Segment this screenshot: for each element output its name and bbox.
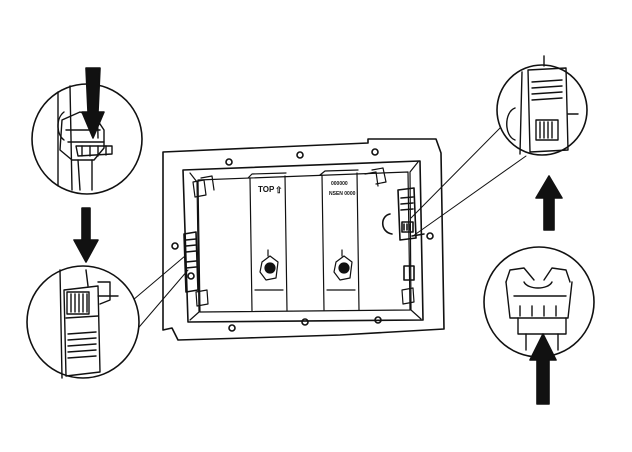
- corner-latches: [192, 167, 415, 307]
- code-label-line1: 000000: [331, 181, 348, 187]
- detail-push-clip: [483, 246, 595, 405]
- top-label: TOP: [258, 185, 275, 194]
- screw-hole: [225, 158, 233, 166]
- mounting-bracket: TOP ⇧ 000000 NSEN 0000: [162, 138, 445, 341]
- top-arrow-glyph: ⇧: [275, 185, 283, 195]
- bracket-inner-face: [182, 160, 424, 323]
- detail-circle-frame: [26, 265, 140, 379]
- detail-clip-released: [496, 55, 588, 156]
- cable-clip: [259, 249, 279, 281]
- panel-markings: TOP ⇧ 000000 NSEN 0000: [258, 181, 356, 197]
- screw-hole: [301, 318, 309, 326]
- screw-hole: [296, 151, 304, 159]
- screw-hole: [371, 148, 379, 156]
- arrow-down-icon: [73, 207, 99, 263]
- arrow-down-icon: [81, 67, 105, 139]
- arrow-up-icon: [529, 333, 557, 405]
- detail-press-clip: [31, 67, 143, 195]
- screw-holes: [171, 148, 434, 332]
- cable-clip: [333, 249, 353, 281]
- right-side-clip: [381, 187, 425, 281]
- code-label-line2: NSEN 0000: [329, 191, 356, 197]
- screw-hole: [171, 242, 179, 250]
- arrow-up-icon: [535, 175, 563, 231]
- screw-hole: [228, 324, 236, 332]
- leader-line-left: [132, 255, 186, 301]
- detail-clip-seated: [26, 265, 140, 379]
- detail-circle-frame: [496, 64, 588, 156]
- leader-line-right: [410, 123, 505, 219]
- leader-line-right: [412, 155, 527, 237]
- screw-hole: [426, 232, 434, 240]
- bracket-back-box: [197, 171, 411, 313]
- bracket-panels: [247, 169, 360, 312]
- screw-hole: [374, 316, 382, 324]
- bracket-outer-flange: [162, 138, 445, 341]
